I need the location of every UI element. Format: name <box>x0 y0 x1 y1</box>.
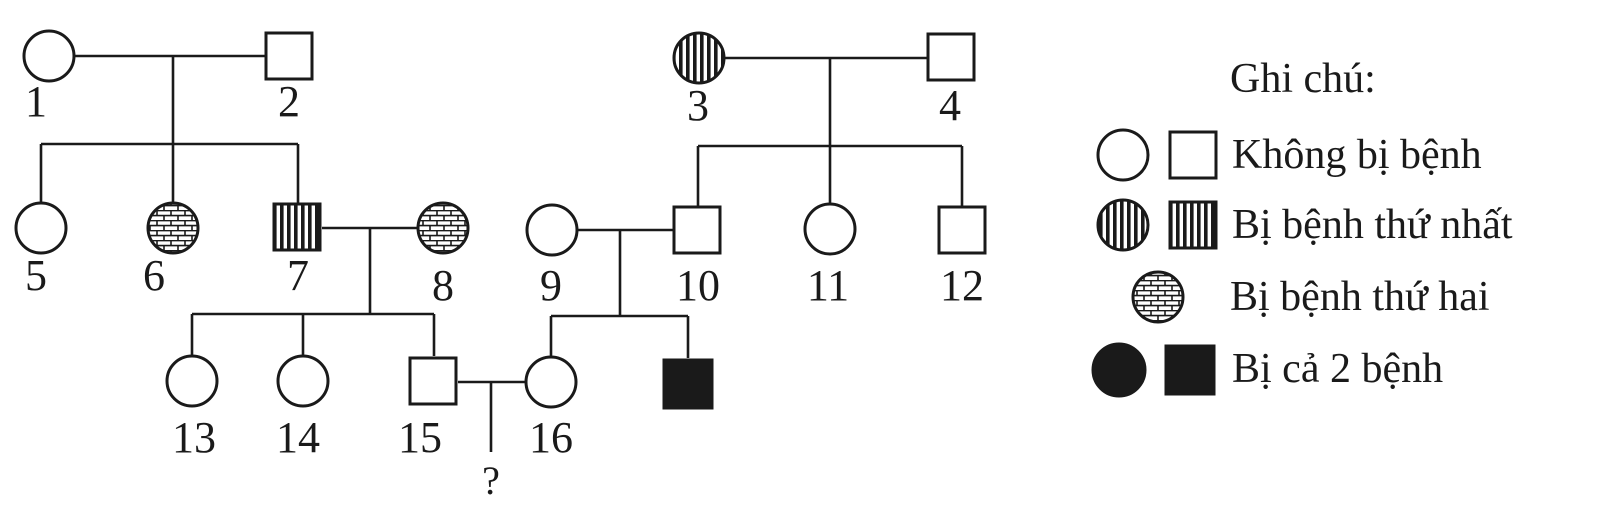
individual-10-label: 10 <box>676 261 720 310</box>
pedigree-lines <box>39 54 964 452</box>
individual-13-symbol <box>165 354 219 408</box>
individual-11-label: 11 <box>807 261 849 310</box>
individual-6-symbol <box>146 201 200 255</box>
legend-unaffected-female-icon <box>1096 128 1150 182</box>
individual-4-symbol <box>926 32 976 82</box>
individual-16-symbol <box>524 355 578 409</box>
legend: Ghi chú: Không bị bệnh Bị bệnh thứ nhất … <box>1091 56 1513 398</box>
legend-disease-one-label: Bị bệnh thứ nhất <box>1232 202 1513 248</box>
individual-16-label: 16 <box>529 413 573 462</box>
legend-unaffected-male-icon <box>1168 130 1218 180</box>
individual-15-symbol <box>408 356 458 406</box>
individual-15-label: 15 <box>398 413 442 462</box>
individual-14-label: 14 <box>276 413 320 462</box>
individual-8-label: 8 <box>432 261 454 310</box>
individual-7-symbol <box>272 202 322 252</box>
individual-5-label: 5 <box>25 251 47 300</box>
individual-12-symbol <box>937 205 987 255</box>
individual-8-symbol <box>416 201 470 255</box>
individual-5-symbol <box>14 201 68 255</box>
individual-7-label: 7 <box>287 251 309 300</box>
individual-13-label: 13 <box>172 413 216 462</box>
individual-3-label: 3 <box>687 81 709 130</box>
individual-1-label: 1 <box>25 77 47 126</box>
individual-14-symbol <box>276 354 330 408</box>
legend-both-male-icon <box>1164 344 1216 396</box>
individual-2-label: 2 <box>278 77 300 126</box>
individual-2-symbol <box>264 31 314 81</box>
offspring-query-mark: ? <box>482 458 500 503</box>
individual-9-label: 9 <box>540 261 562 310</box>
individual-1-symbol <box>22 29 76 83</box>
legend-disease-one-male-icon <box>1168 200 1218 250</box>
legend-disease-one-female-icon <box>1096 198 1150 252</box>
legend-both-label: Bị cả 2 bệnh <box>1232 346 1443 392</box>
legend-unaffected-label: Không bị bệnh <box>1232 132 1482 178</box>
legend-disease-two-icon <box>1131 270 1185 324</box>
individual-17-symbol <box>662 358 714 410</box>
legend-title: Ghi chú: <box>1230 56 1376 102</box>
individual-4-label: 4 <box>939 81 961 130</box>
individual-3-symbol <box>672 31 726 85</box>
legend-disease-two-label: Bị bệnh thứ hai <box>1230 274 1490 320</box>
individual-12-label: 12 <box>940 261 984 310</box>
legend-both-female-icon <box>1091 342 1147 398</box>
individual-11-symbol <box>803 202 857 256</box>
individual-6-label: 6 <box>143 251 165 300</box>
individual-10-symbol <box>672 205 722 255</box>
individual-9-symbol <box>525 203 579 257</box>
